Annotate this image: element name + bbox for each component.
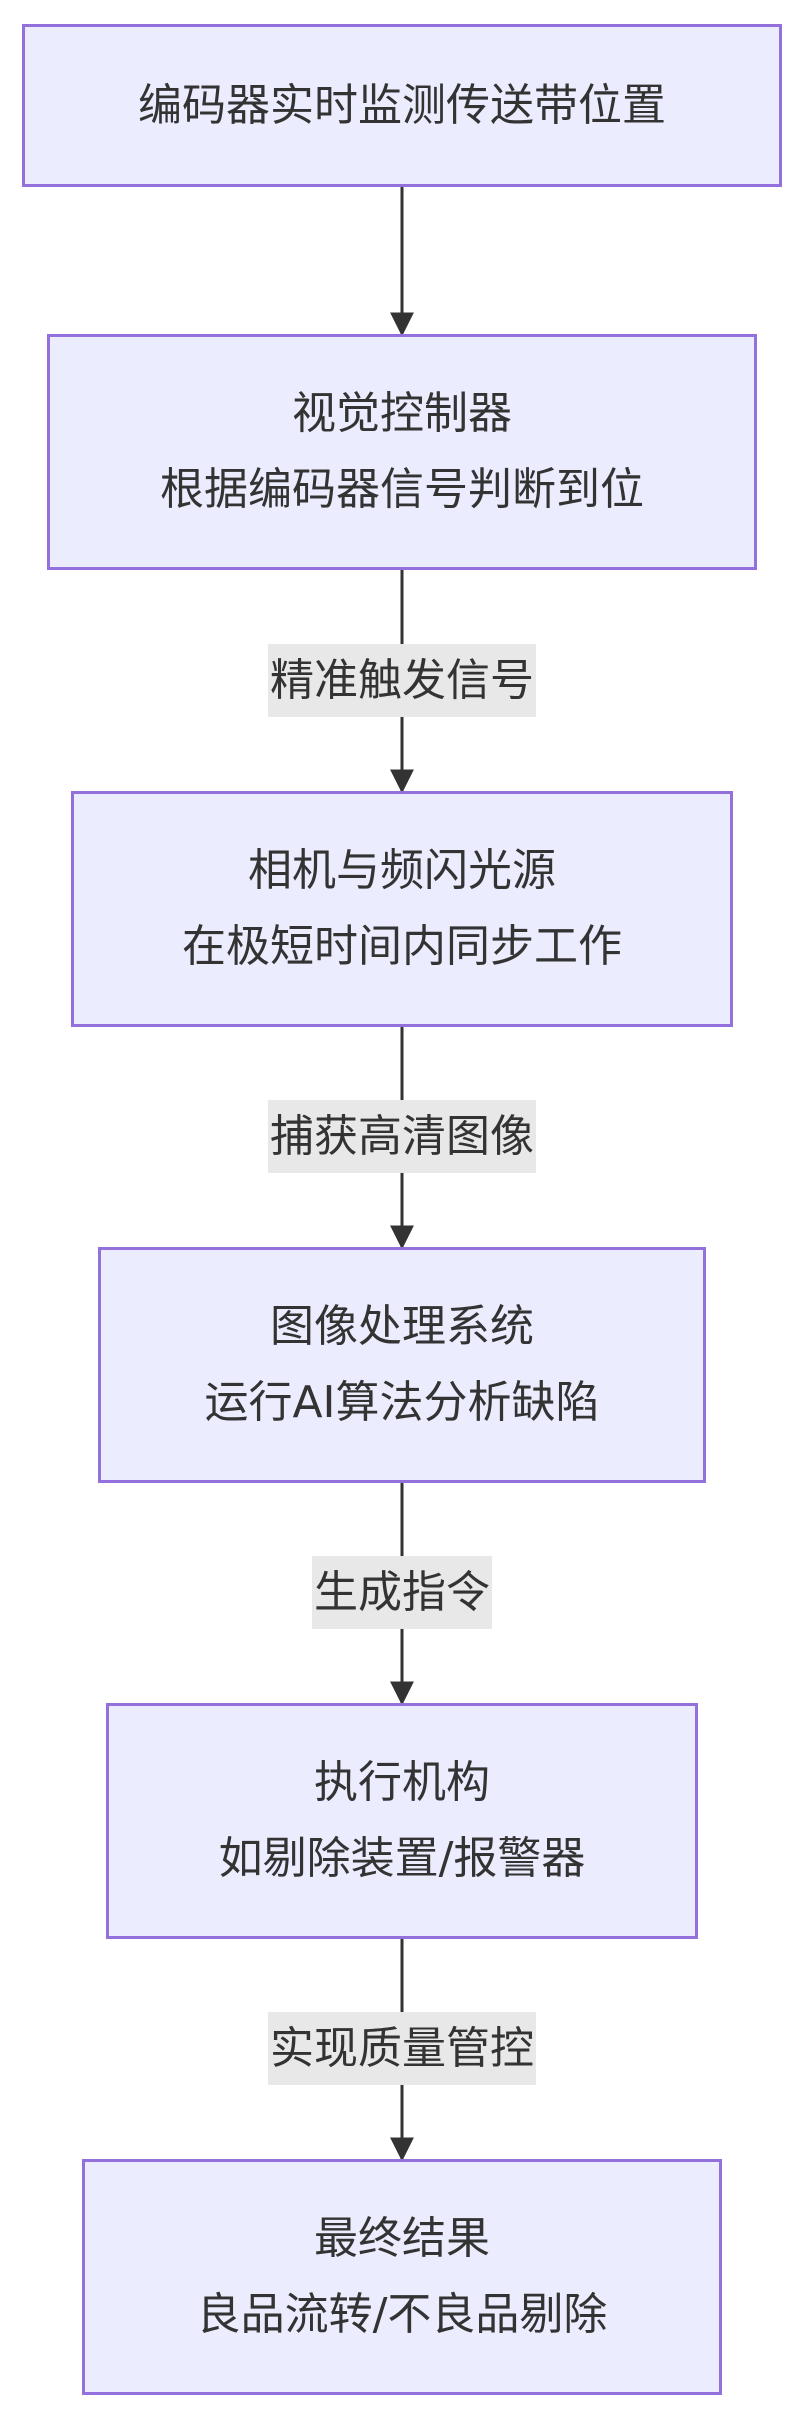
node-encoder: 编码器实时监测传送带位置 — [22, 24, 782, 187]
node-final-result-line-2: 良品流转/不良品剔除 — [196, 2289, 608, 2340]
node-camera-strobe-line-2: 在极短时间内同步工作 — [182, 921, 622, 972]
node-image-processing-line-2: 运行AI算法分析缺陷 — [204, 1377, 600, 1428]
node-vision-controller: 视觉控制器 根据编码器信号判断到位 — [47, 334, 757, 570]
node-final-result-line-1: 最终结果 — [314, 2213, 490, 2264]
node-actuator: 执行机构 如剔除装置/报警器 — [106, 1703, 698, 1939]
edge-label-quality-control: 实现质量管控 — [268, 2012, 536, 2085]
node-image-processing: 图像处理系统 运行AI算法分析缺陷 — [98, 1247, 706, 1483]
node-actuator-line-2: 如剔除装置/报警器 — [218, 1833, 586, 1884]
node-image-processing-line-1: 图像处理系统 — [270, 1301, 534, 1352]
node-encoder-line-1: 编码器实时监测传送带位置 — [138, 79, 666, 131]
edge-label-trigger-signal: 精准触发信号 — [268, 644, 536, 717]
node-camera-strobe-line-1: 相机与频闪光源 — [248, 845, 556, 896]
node-final-result: 最终结果 良品流转/不良品剔除 — [82, 2159, 722, 2395]
node-vision-controller-line-2: 根据编码器信号判断到位 — [160, 464, 644, 515]
node-vision-controller-line-1: 视觉控制器 — [292, 388, 512, 439]
node-camera-strobe: 相机与频闪光源 在极短时间内同步工作 — [71, 791, 733, 1027]
edge-label-capture-image: 捕获高清图像 — [268, 1100, 536, 1173]
node-actuator-line-1: 执行机构 — [314, 1757, 490, 1808]
edge-label-generate-command: 生成指令 — [312, 1556, 492, 1629]
